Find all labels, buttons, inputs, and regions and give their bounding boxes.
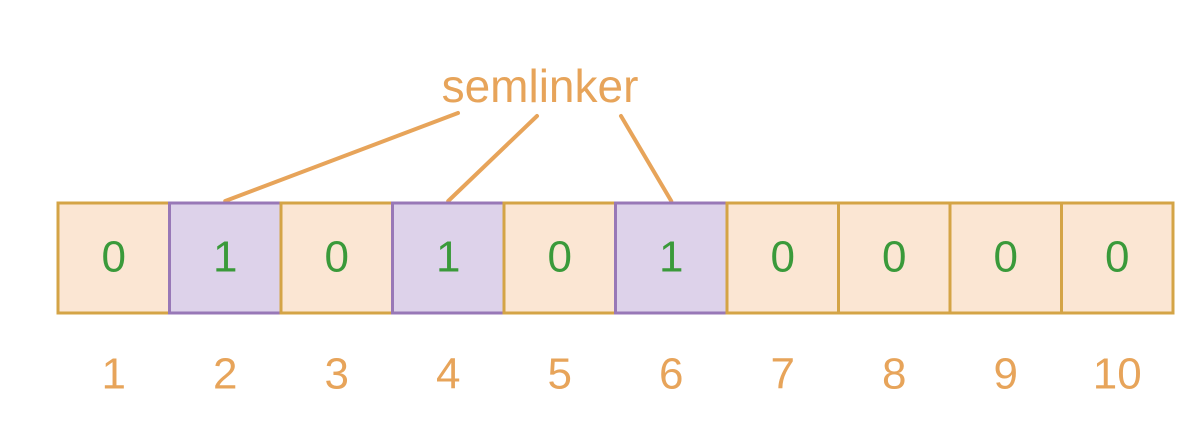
- bit-index-label: 4: [436, 350, 460, 399]
- bit-cell-box: [614, 201, 729, 315]
- bit-cell-1: 0: [56, 201, 171, 315]
- bit-cell-value: 0: [548, 233, 572, 282]
- semlinker-label: semlinker: [442, 60, 639, 112]
- bit-cell-box: [948, 201, 1063, 315]
- bit-array-indices: 1 2 3 4 5 6 7 8 9 10: [102, 350, 1142, 399]
- bit-index-label: 2: [213, 350, 237, 399]
- connector-line: [619, 114, 674, 203]
- bit-cell-value: 1: [436, 233, 460, 282]
- bit-cell-3: 0: [279, 201, 394, 315]
- bit-index-label: 1: [102, 350, 126, 399]
- bit-cell-9: 0: [948, 201, 1063, 315]
- bit-cell-value: 1: [659, 233, 683, 282]
- bit-cell-10: 0: [1060, 201, 1175, 315]
- bit-index-label: 8: [882, 350, 906, 399]
- bit-cell-2: 1: [168, 201, 283, 315]
- bit-cell-box: [502, 201, 617, 315]
- bit-cell-value: 0: [1105, 233, 1129, 282]
- bit-cell-value: 0: [771, 233, 795, 282]
- bit-cell-value: 1: [213, 233, 237, 282]
- bit-index-label: 3: [325, 350, 349, 399]
- bit-cell-box: [279, 201, 394, 315]
- bit-index-label: 10: [1093, 350, 1142, 399]
- bit-cell-box: [725, 201, 840, 315]
- bit-cell-value: 0: [994, 233, 1018, 282]
- connector-line: [446, 114, 539, 203]
- bit-index-label: 6: [659, 350, 683, 399]
- bit-cell-box: [837, 201, 952, 315]
- bit-index-label: 7: [771, 350, 795, 399]
- bit-index-label: 9: [994, 350, 1018, 399]
- bit-cell-box: [168, 201, 283, 315]
- connector-line: [223, 111, 460, 203]
- connector-lines: [223, 111, 674, 203]
- bit-cell-5: 0: [502, 201, 617, 315]
- bit-cell-value: 0: [882, 233, 906, 282]
- bit-cell-value: 0: [325, 233, 349, 282]
- bit-cell-box: [1060, 201, 1175, 315]
- bit-cell-8: 0: [837, 201, 952, 315]
- bit-cell-7: 0: [725, 201, 840, 315]
- bit-cell-4: 1: [391, 201, 506, 315]
- bit-cell-6: 1: [614, 201, 729, 315]
- bit-index-label: 5: [548, 350, 572, 399]
- bit-array-cells: 0 1 0 1 0 1 0 0 0 0: [56, 201, 1175, 315]
- bit-cell-box: [56, 201, 171, 315]
- bit-cell-value: 0: [102, 233, 126, 282]
